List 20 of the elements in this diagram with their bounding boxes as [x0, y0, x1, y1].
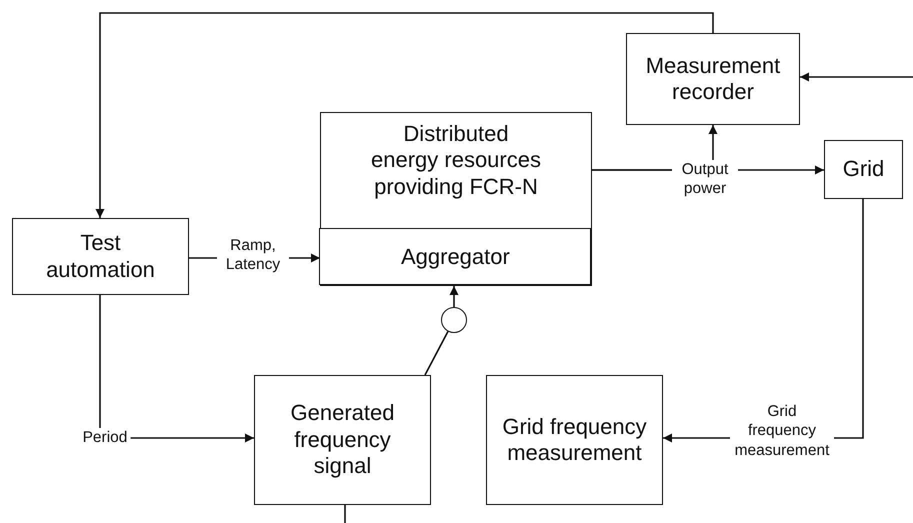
node-label: Grid — [842, 156, 886, 183]
node-label: Test automation — [45, 230, 156, 283]
node-label: Distributed energy resources providing FCR-N — [370, 121, 542, 200]
node-label: Grid frequency measurement — [501, 414, 648, 466]
node-label: Measurement recorder — [644, 52, 782, 106]
process-box — [626, 33, 800, 125]
node-label: Generated frequency signal — [290, 400, 396, 480]
process-box — [320, 112, 592, 286]
process-box — [486, 375, 663, 505]
process-box — [254, 375, 431, 505]
connector-arrow — [96, 12, 714, 218]
node-label: Aggregator — [400, 244, 511, 270]
edge-label: Output power — [672, 160, 738, 199]
process-box — [824, 140, 903, 199]
edge-label: Ramp, Latency — [217, 236, 289, 275]
process-box — [12, 218, 189, 295]
junction-circle — [441, 307, 467, 333]
connector-arrow — [800, 72, 913, 82]
sub-box — [319, 228, 592, 286]
connector-arrow — [450, 286, 458, 307]
